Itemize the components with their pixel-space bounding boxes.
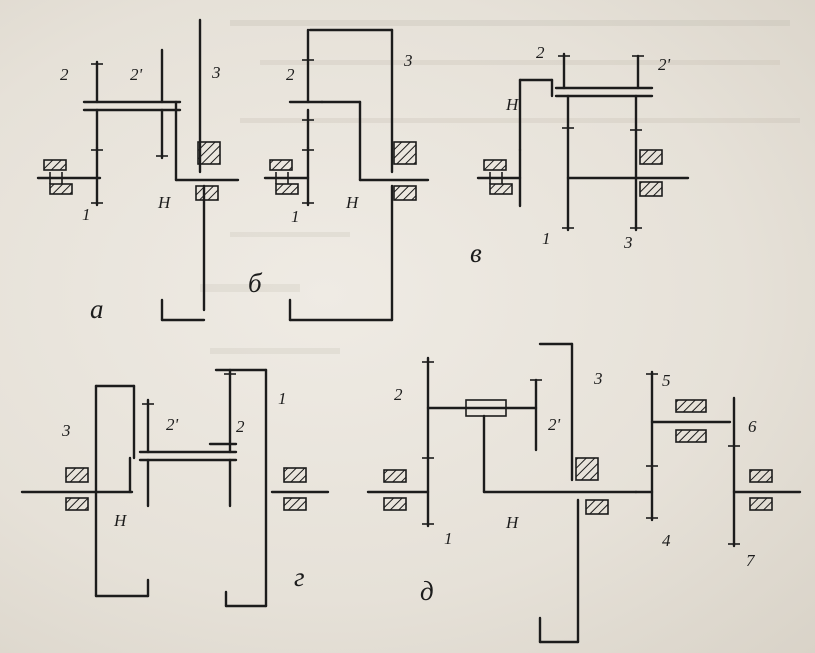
label-gear-2-prime: 2' bbox=[548, 415, 561, 434]
scheme-g: 1 2 2' 3 H г bbox=[20, 368, 330, 608]
scheme-a: 1 2 2' 3 H a bbox=[36, 18, 240, 324]
label-gear-1: 1 bbox=[291, 207, 300, 226]
label-gear-7: 7 bbox=[746, 551, 756, 570]
label-gear-1: 1 bbox=[542, 229, 551, 248]
caption-v: в bbox=[470, 238, 482, 268]
bearing-support bbox=[49, 183, 73, 195]
label-gear-5: 5 bbox=[662, 371, 671, 390]
label-carrier-h: H bbox=[505, 95, 520, 114]
bearing-support bbox=[43, 159, 67, 171]
label-gear-2-prime: 2' bbox=[130, 65, 143, 84]
caption-a: a bbox=[90, 294, 104, 324]
label-gear-6: 6 bbox=[748, 417, 757, 436]
label-gear-2-prime: 2' bbox=[166, 415, 179, 434]
label-carrier-h: H bbox=[505, 513, 520, 532]
label-gear-2: 2 bbox=[394, 385, 403, 404]
label-gear-2: 2 bbox=[236, 417, 245, 436]
label-gear-3: 3 bbox=[623, 233, 633, 252]
label-gear-3: 3 bbox=[593, 369, 603, 388]
label-carrier-h: H bbox=[345, 193, 360, 212]
label-gear-2-prime: 2' bbox=[658, 55, 671, 74]
label-carrier-h: H bbox=[157, 193, 172, 212]
label-gear-3: 3 bbox=[61, 421, 71, 440]
caption-b: б bbox=[248, 268, 263, 298]
scheme-v: 1 2 2' 3 H в bbox=[470, 43, 690, 268]
label-carrier-h: H bbox=[113, 511, 128, 530]
label-gear-1: 1 bbox=[278, 389, 287, 408]
label-gear-1: 1 bbox=[444, 529, 453, 548]
caption-d: д bbox=[420, 576, 434, 606]
label-gear-2: 2 bbox=[536, 43, 545, 62]
label-gear-2: 2 bbox=[60, 65, 69, 84]
scheme-b: 1 2 3 H б bbox=[248, 28, 430, 322]
label-gear-3: 3 bbox=[211, 63, 221, 82]
label-gear-2: 2 bbox=[286, 65, 295, 84]
scheme-d: 1 2 2' 3 4 5 6 7 H д bbox=[366, 342, 802, 644]
label-gear-1: 1 bbox=[82, 205, 91, 224]
label-gear-3: 3 bbox=[403, 51, 413, 70]
caption-g: г bbox=[294, 562, 305, 592]
label-gear-4: 4 bbox=[662, 531, 671, 550]
